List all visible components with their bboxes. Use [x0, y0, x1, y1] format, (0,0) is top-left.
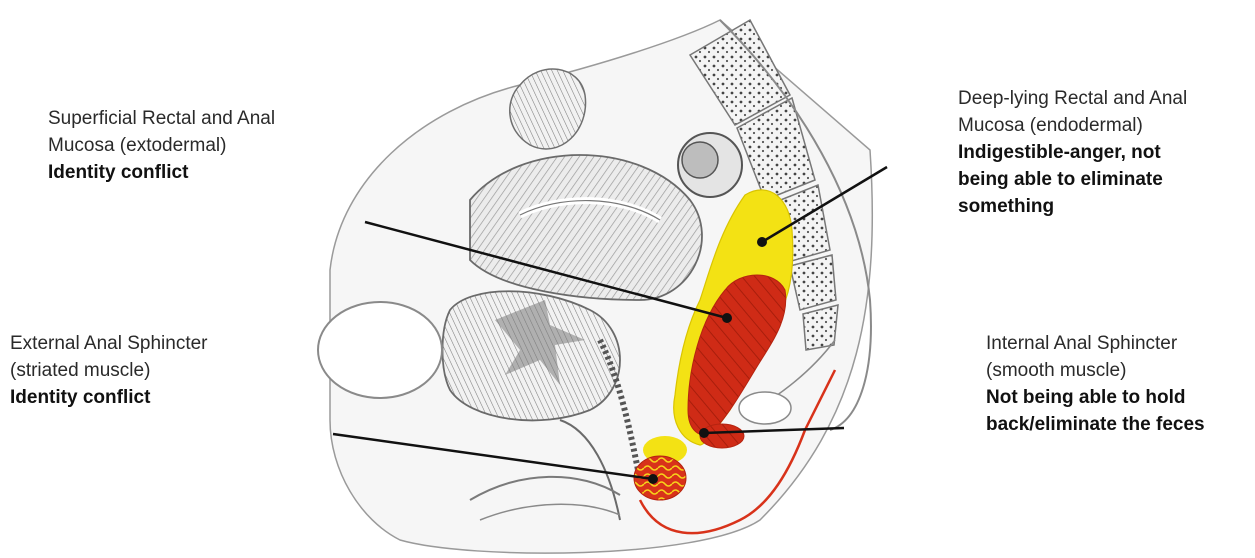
label-deep-mucosa: Deep-lying Rectal and Anal Mucosa (endod…: [958, 85, 1187, 220]
label-deep-line2: Mucosa (endodermal): [958, 112, 1187, 139]
label-deep-conflict2: being able to eliminate: [958, 166, 1187, 193]
label-internal-conflict2: back/eliminate the feces: [986, 411, 1205, 438]
leader-dot-deep: [757, 237, 767, 247]
label-internal-sphincter: Internal Anal Sphincter (smooth muscle) …: [986, 330, 1205, 438]
label-superficial-mucosa: Superficial Rectal and Anal Mucosa (exto…: [48, 105, 275, 186]
label-superficial-line1: Superficial Rectal and Anal: [48, 105, 275, 132]
label-internal-line2: (smooth muscle): [986, 357, 1205, 384]
leader-dot-internal: [699, 428, 709, 438]
leader-dot-superficial: [722, 313, 732, 323]
label-external-line2: (striated muscle): [10, 357, 208, 384]
label-external-line1: External Anal Sphincter: [10, 330, 208, 357]
label-external-sphincter: External Anal Sphincter (striated muscle…: [10, 330, 208, 411]
label-deep-conflict3: something: [958, 193, 1187, 220]
label-internal-line1: Internal Anal Sphincter: [986, 330, 1205, 357]
label-superficial-line2: Mucosa (extodermal): [48, 132, 275, 159]
label-deep-line1: Deep-lying Rectal and Anal: [958, 85, 1187, 112]
leader-dot-external: [648, 474, 658, 484]
label-superficial-conflict: Identity conflict: [48, 159, 275, 186]
label-internal-conflict1: Not being able to hold: [986, 384, 1205, 411]
label-deep-conflict1: Indigestible-anger, not: [958, 139, 1187, 166]
label-external-conflict: Identity conflict: [10, 384, 208, 411]
